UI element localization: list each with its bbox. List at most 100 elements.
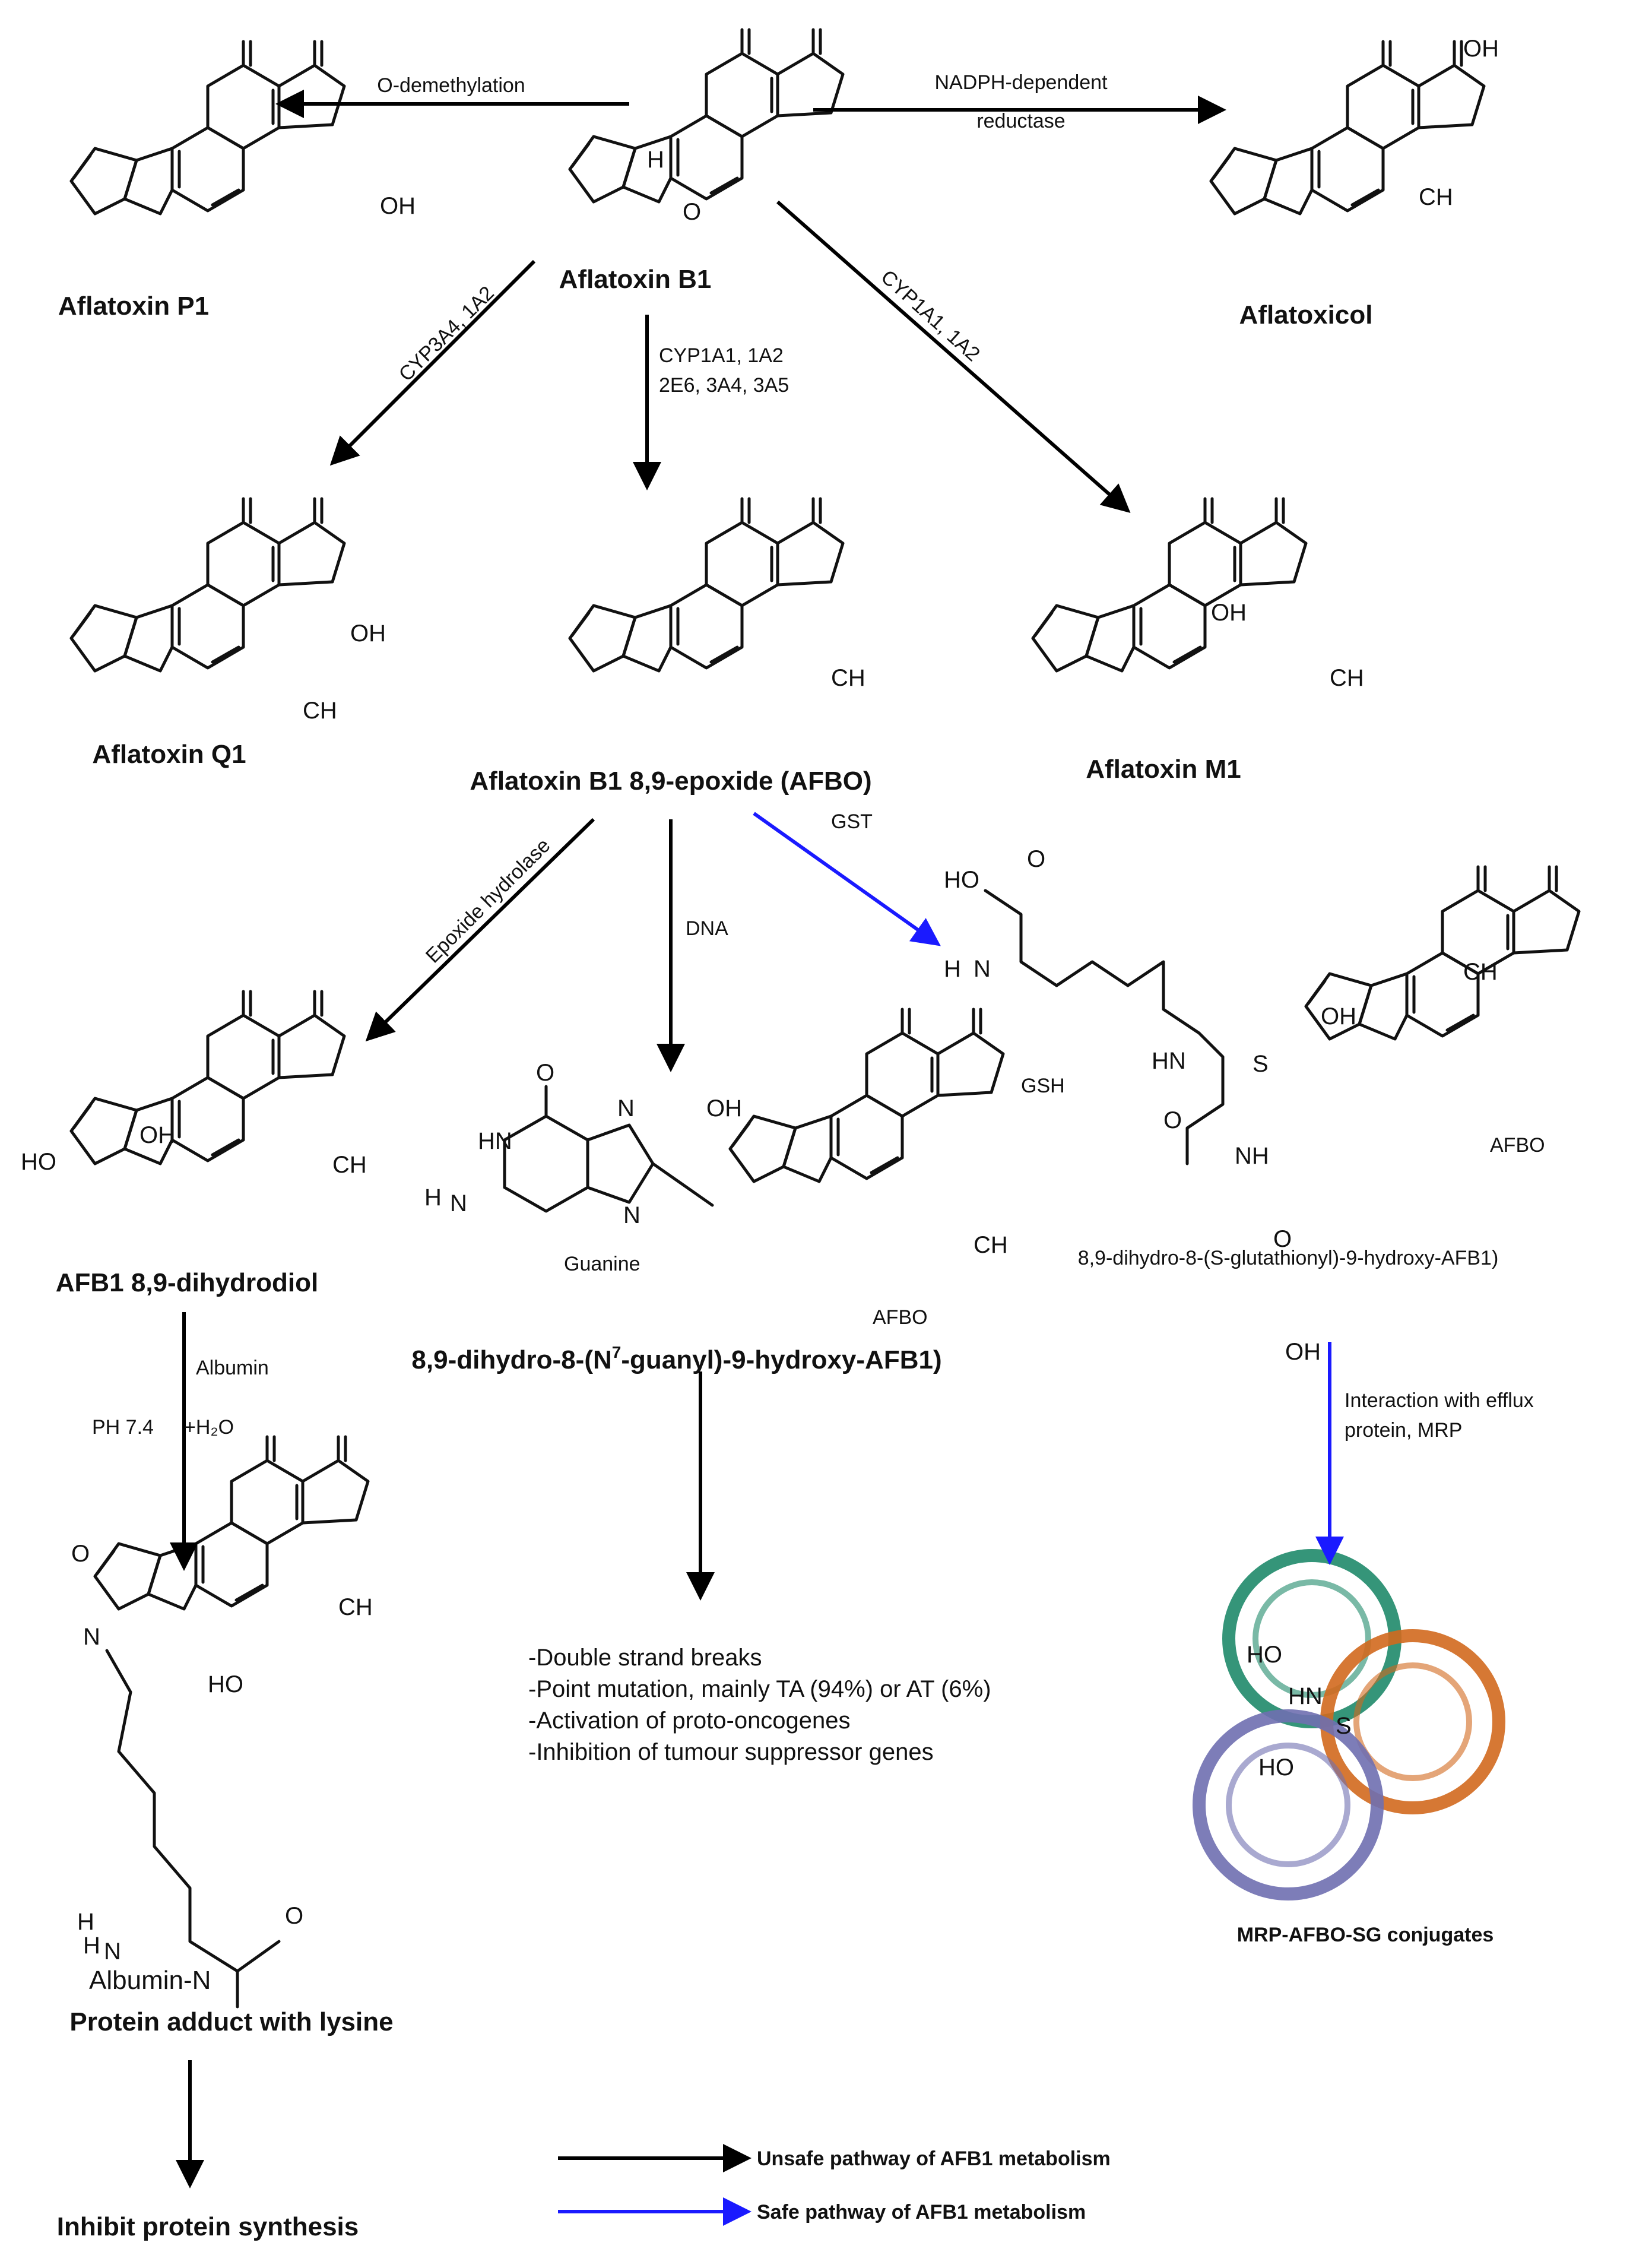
guanine-ring: O HN N N H N [424, 1060, 714, 1228]
guanyl-superscript: 7 [612, 1343, 622, 1361]
structure-p1 [71, 42, 344, 214]
structure-afbo [570, 499, 843, 671]
label-albumin: Albumin [196, 1357, 269, 1379]
svg-text:OH: OH [706, 1095, 742, 1122]
name-protein-adduct: Protein adduct with lysine [69, 2007, 393, 2036]
name-inhibit: Inhibit protein synthesis [57, 2212, 359, 2241]
name-mrp-conjugates: MRP-AFBO-SG conjugates [1237, 1924, 1494, 1946]
svg-text:O: O [285, 1903, 303, 1929]
svg-text:N: N [83, 1624, 100, 1650]
arrow-cyp1a1 [776, 200, 1131, 513]
svg-text:O: O [71, 1541, 90, 1567]
svg-text:H: H [77, 1909, 94, 1935]
label-gst: GST [831, 810, 873, 833]
svg-text:OH: OH [1285, 1339, 1321, 1365]
arrows [170, 90, 1344, 2188]
arrow-epoxide-hydrolase [365, 818, 595, 1042]
protein-domain-orange [1320, 1629, 1505, 1814]
svg-text:OH: OH [1321, 1003, 1356, 1030]
svg-text:NH: NH [1235, 1143, 1269, 1169]
arrow-cyp3a4 [329, 259, 536, 466]
effect-item: -Inhibition of tumour suppressor genes [528, 1739, 934, 1765]
sublabel-afbo-gsh: AFBO [1490, 1134, 1545, 1157]
svg-text:O: O [536, 1060, 554, 1086]
arrow-gst [753, 812, 941, 946]
svg-text:CH: CH [1330, 665, 1364, 691]
sublabel-gsh: GSH [1021, 1075, 1065, 1097]
name-p1: Aflatoxin P1 [58, 292, 209, 321]
name-q1: Aflatoxin Q1 [92, 740, 246, 769]
svg-text:CH: CH [1419, 184, 1453, 210]
label-efflux-1: Interaction with efflux [1345, 1389, 1534, 1412]
name-afb1: Aflatoxin B1 [559, 265, 712, 294]
svg-text:N: N [617, 1095, 635, 1122]
svg-text:HO: HO [1247, 1642, 1282, 1668]
label-odemethylation: O-demethylation [377, 74, 525, 97]
svg-text:OH: OH [1463, 36, 1499, 62]
guanyl-prefix: 8,9-dihydro-8-(N [411, 1345, 611, 1374]
gsh-chain: HO O H N HN O NH O OH [944, 846, 1321, 1365]
svg-text:H: H [424, 1184, 442, 1211]
legend-unsafe-label: Unsafe pathway of AFB1 metabolism [757, 2147, 1111, 2170]
label-epoxide-hydrolase: Epoxide hydrolase [421, 834, 555, 968]
svg-text:HN: HN [478, 1128, 512, 1154]
svg-text:H: H [83, 1933, 100, 1959]
svg-text:N: N [974, 956, 991, 982]
svg-text:HO: HO [1258, 1754, 1294, 1781]
svg-text:O: O [683, 199, 701, 225]
svg-text:O: O [1027, 846, 1045, 872]
svg-text:HN: HN [1152, 1048, 1186, 1074]
structure-albumin-adduct [95, 1437, 368, 1609]
mrp-protein-illustration: HO HN S HO [1193, 1549, 1505, 1900]
structure-q1 [71, 499, 344, 671]
name-dihydrodiol: AFB1 8,9-dihydrodiol [56, 1268, 318, 1297]
structure-afb1 [570, 30, 843, 202]
sublabel-albumin-n: Albumin-N [89, 1966, 211, 1995]
svg-text:CH: CH [303, 698, 337, 724]
effect-item: -Activation of proto-oncogenes [528, 1708, 851, 1734]
label-cyp1a1: CYP1A1, 1A2 [877, 266, 984, 366]
label-nadph-2: reductase [976, 110, 1065, 132]
label-nadph-1: NADPH-dependent [934, 71, 1108, 94]
svg-text:OH: OH [350, 620, 386, 647]
structure-decorations: H O OH OH CH OH CH CH CH OH HO OH CH OH … [21, 36, 1499, 1935]
svg-text:CH: CH [338, 1594, 373, 1620]
label-efflux-2: protein, MRP [1345, 1419, 1462, 1442]
svg-text:CH: CH [974, 1232, 1008, 1258]
sublabel-guanine: Guanine [564, 1253, 640, 1275]
svg-text:S: S [1336, 1713, 1352, 1739]
label-cyp-mid-1: CYP1A1, 1A2 [659, 344, 784, 367]
svg-text:HO: HO [944, 867, 979, 893]
name-aflatoxicol: Aflatoxicol [1239, 300, 1373, 330]
svg-text:CH: CH [332, 1152, 367, 1178]
label-cyp-mid-2: 2E6, 3A4, 3A5 [659, 374, 789, 397]
svg-text:O: O [1163, 1107, 1182, 1133]
lysine-chain: H N N O [71, 1541, 281, 2009]
effect-item: -Double strand breaks [528, 1645, 762, 1671]
svg-text:HO: HO [21, 1149, 56, 1175]
svg-text:CH: CH [1463, 959, 1498, 985]
label-h2o: +H₂O [184, 1416, 234, 1439]
svg-text:N: N [623, 1202, 640, 1228]
structure-m1 [1033, 499, 1306, 671]
structure-dihydrodiol [71, 992, 344, 1164]
protein-domain-purple [1193, 1709, 1384, 1900]
effect-item: -Point mutation, mainly TA (94%) or AT (… [528, 1676, 991, 1702]
svg-text:OH: OH [1211, 600, 1247, 626]
name-m1: Aflatoxin M1 [1086, 755, 1241, 784]
effects-list: -Double strand breaks -Point mutation, m… [528, 1645, 991, 1765]
svg-text:H: H [944, 956, 961, 982]
svg-text:OH: OH [139, 1122, 175, 1148]
svg-text:H: H [647, 147, 664, 173]
label-cyp3a4: CYP3A4, 1A2 [395, 282, 499, 386]
sublabel-afbo-adduct: AFBO [873, 1306, 928, 1329]
svg-text:N: N [104, 1938, 121, 1965]
legend: Unsafe pathway of AFB1 metabolism Safe p… [558, 2144, 1111, 2226]
name-afbo: Aflatoxin B1 8,9-epoxide (AFBO) [470, 766, 871, 796]
guanyl-suffix: -guanyl)-9-hydroxy-AFB1) [621, 1345, 941, 1374]
svg-text:CH: CH [831, 665, 865, 691]
svg-text:S: S [1253, 1051, 1269, 1077]
svg-text:HN: HN [1288, 1683, 1323, 1709]
structure-guanyl-adduct [730, 1009, 1003, 1181]
